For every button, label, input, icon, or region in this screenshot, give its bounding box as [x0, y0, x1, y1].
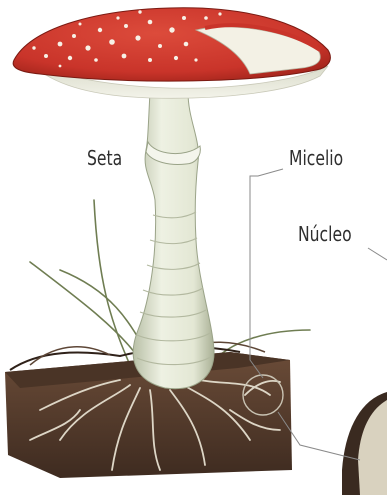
- label-nucleo: Núcleo: [298, 224, 352, 244]
- mushroom-cap: [13, 8, 330, 81]
- mushroom-stem: [133, 92, 214, 389]
- nucleo-leader-line: [368, 248, 387, 260]
- label-micelio: Micelio: [289, 148, 343, 168]
- second-mushroom-partial: [342, 392, 387, 495]
- label-seta: Seta: [87, 148, 122, 168]
- micelio-leader-line: [250, 169, 283, 378]
